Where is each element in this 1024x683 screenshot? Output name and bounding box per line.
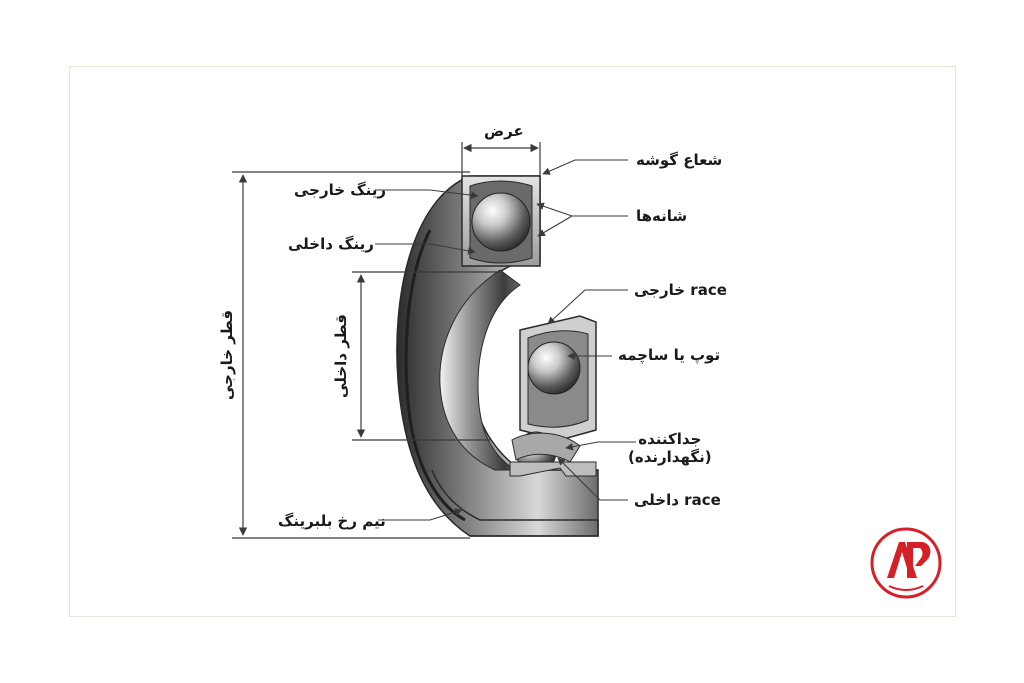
company-logo-icon	[870, 527, 942, 599]
outer-diameter-dimension	[232, 171, 470, 539]
half-section-label: نیم رخ بلبرینگ	[278, 512, 386, 530]
inner-diameter-dimension	[352, 271, 500, 441]
outer-diameter-label: قطر خارجی	[218, 309, 236, 401]
bottom-outer-edge	[431, 469, 599, 537]
inner-ring-groove	[404, 229, 466, 522]
retainer-label: جداکننده (نگهدارنده)	[628, 430, 712, 466]
inner-bore-shape	[439, 269, 521, 471]
bottom-inner-section	[509, 461, 597, 477]
top-ball	[471, 192, 531, 252]
leader-lines	[375, 159, 636, 521]
bearing-illustration	[396, 175, 599, 537]
ball-label: توپ یا ساچمه	[618, 346, 721, 364]
retainer-label-line2: (نگهدارنده)	[628, 448, 712, 466]
inner-race-label: race داخلی	[634, 491, 721, 509]
outer-race-label: race خارجی	[634, 281, 727, 299]
retainer-cage	[511, 432, 581, 463]
corner-radius-label: شعاع گوشه	[636, 151, 723, 169]
inner-diameter-label: قطر داخلی	[332, 314, 350, 398]
middle-ball	[527, 341, 581, 395]
retainer-label-line1: جداکننده	[638, 430, 702, 448]
outer-ring-label: رینگ خارجی	[294, 181, 387, 199]
width-dimension	[461, 142, 541, 176]
width-label: عرض	[484, 122, 524, 140]
inner-ring-label: رینگ داخلی	[288, 235, 374, 253]
shoulders-label: شانه‌ها	[636, 207, 688, 225]
